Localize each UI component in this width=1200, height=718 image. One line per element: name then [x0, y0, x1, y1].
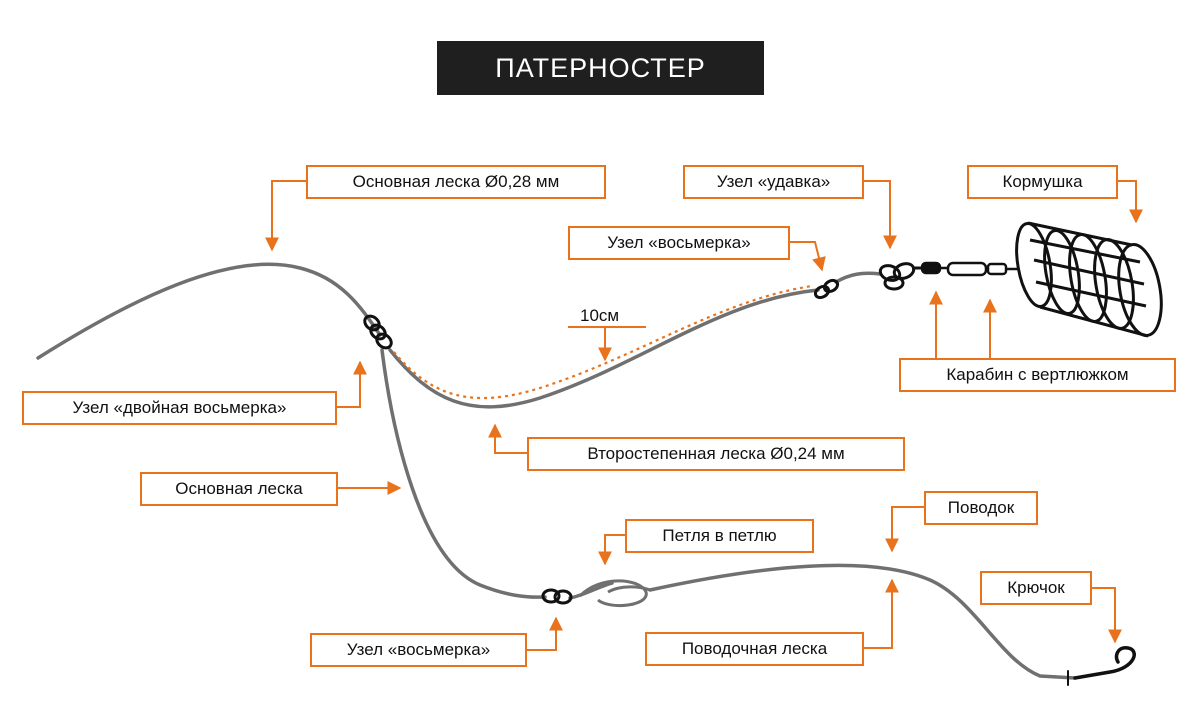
label-leader: Поводок: [924, 491, 1038, 525]
arrow-leader-line: [864, 578, 899, 649]
leader-loop-line: [568, 581, 614, 600]
hook-icon: [1067, 646, 1136, 686]
arrow-loop: [598, 534, 625, 566]
label-knot-figure8-top: Узел «восьмерка»: [568, 226, 790, 260]
arrow-figure8-bottom: [527, 616, 563, 651]
arrow-figure8-top: [790, 241, 826, 272]
secondary-line: [388, 288, 820, 409]
label-leader-line: Поводочная леска: [645, 632, 864, 666]
callout-arrows: [265, 180, 1143, 651]
figure8-knot-top-icon: [813, 278, 840, 300]
leader-line-path: [648, 563, 1077, 680]
label-knot-udavka: Узел «удавка»: [683, 165, 864, 199]
arrow-double-figure8: [337, 360, 367, 408]
label-loop-to-loop: Петля в петлю: [625, 519, 814, 553]
main-line-upper: [36, 262, 382, 360]
label-feeder: Кормушка: [967, 165, 1118, 199]
arrow-leader: [885, 506, 924, 553]
label-main-line-diameter: Основная леска Ø0,28 мм: [306, 165, 606, 199]
distance-10cm-dotted: [393, 284, 813, 400]
main-line-lower: [380, 348, 547, 599]
arrow-hook: [1092, 587, 1122, 644]
label-snap-swivel: Карабин с вертлюжком: [899, 358, 1176, 392]
arrow-10cm: [568, 326, 646, 360]
arrow-main-line-diam: [265, 180, 306, 252]
label-knot-figure8-bottom: Узел «восьмерка»: [310, 633, 527, 667]
figure8-knot-bottom-icon: [541, 588, 573, 605]
arrow-udavka: [864, 180, 897, 250]
feeder-cage-icon: [1015, 221, 1163, 338]
double-figure8-knot-icon: [363, 314, 393, 350]
feeder-boom-line: [834, 271, 882, 284]
label-double-figure8: Узел «двойная восьмерка»: [22, 391, 337, 425]
loop-to-loop-icon: [578, 579, 651, 607]
arrow-secondary: [488, 423, 527, 454]
label-secondary-line: Второстепенная леска Ø0,24 мм: [527, 437, 905, 471]
diagram-title: ПАТЕРНОСТЕР: [437, 41, 764, 95]
label-hook: Крючок: [980, 571, 1092, 605]
label-main-line: Основная леска: [140, 472, 338, 506]
label-10cm: 10см: [580, 306, 620, 325]
arrow-feeder: [1118, 180, 1143, 224]
snap-swivel-icon: [920, 261, 1018, 277]
